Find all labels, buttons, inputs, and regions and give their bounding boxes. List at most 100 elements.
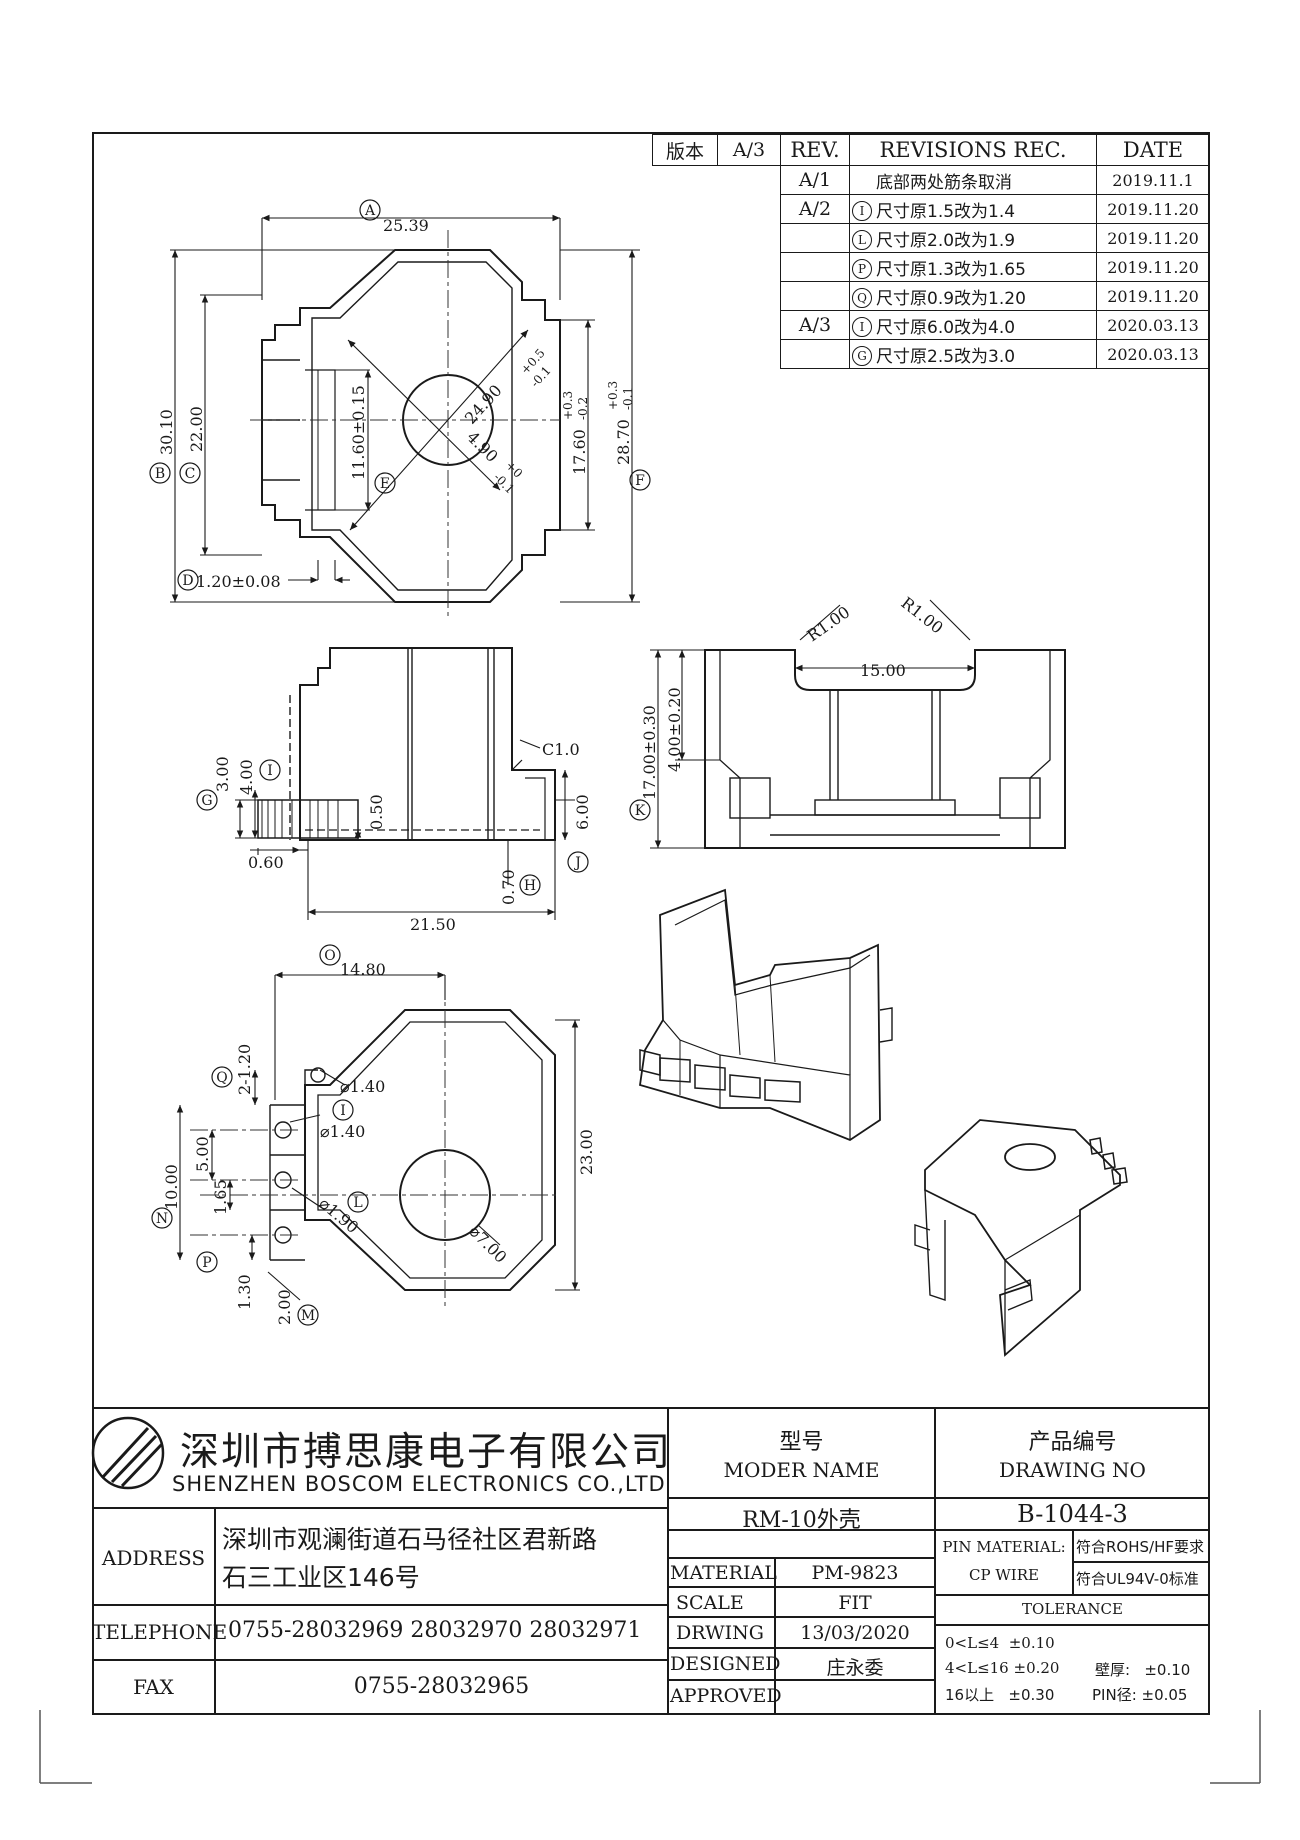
revision-rev xyxy=(780,339,850,369)
version-value: A/3 xyxy=(717,134,781,166)
revision-date: 2019.11.20 xyxy=(1096,281,1210,311)
callout-F: F xyxy=(635,473,645,489)
revision-rev xyxy=(780,252,850,282)
dim-1-65: 1.65 xyxy=(211,1179,230,1215)
revisions-header: REVISIONS REC. xyxy=(849,134,1097,166)
revision-desc: 尺寸原0.9改为1.20 xyxy=(874,281,1097,311)
designed-label: DESIGNED xyxy=(670,1653,781,1675)
dim-17-00: 17.00±0.30 xyxy=(640,705,659,800)
revision-mark-label: I xyxy=(852,316,872,337)
revision-mark: Q xyxy=(849,281,874,311)
model-label-en: MODER NAME xyxy=(723,1458,880,1482)
telephone-value: 0755-28032969 28032970 28032971 xyxy=(228,1618,642,1643)
callout-J: J xyxy=(573,855,581,871)
revision-date: 2019.11.20 xyxy=(1096,194,1210,224)
dim-0-60: 0.60 xyxy=(248,853,284,872)
dim-1-30: 1.30 xyxy=(235,1274,254,1310)
callout-E: E xyxy=(380,476,390,492)
approved-label: APPROVED xyxy=(670,1685,782,1707)
revision-date: 2019.11.20 xyxy=(1096,252,1210,282)
isometric-view-open xyxy=(638,888,893,1142)
dim-28-70-tol-up: +0.3 xyxy=(606,381,620,410)
dim-11-60: 11.60±0.15 xyxy=(349,385,368,480)
tolerance-label: TOLERANCE xyxy=(1022,1600,1123,1618)
pin-material-label: PIN MATERIAL: xyxy=(942,1538,1066,1556)
dim-17-60-tol-up: +0.3 xyxy=(561,391,575,420)
dim-2-00: 2.00 xyxy=(275,1289,294,1325)
revision-date: 2019.11.1 xyxy=(1096,165,1210,195)
dim-17-60: 17.60 xyxy=(570,429,589,475)
top-view xyxy=(170,214,640,620)
pin-material-value: CP WIRE xyxy=(969,1566,1039,1584)
top-view-callouts xyxy=(149,199,651,591)
material-value: PM-9823 xyxy=(811,1562,899,1584)
callout-L: L xyxy=(353,1195,362,1211)
callout-H: H xyxy=(524,878,536,894)
revision-blank xyxy=(652,310,781,340)
dim-28-70-tol-dn: -0.1 xyxy=(621,387,635,410)
callout-D: D xyxy=(182,573,193,589)
dim-6-00: 6.00 xyxy=(573,794,592,830)
callout-A: A xyxy=(364,203,376,219)
revision-desc: 尺寸原2.5改为3.0 xyxy=(874,339,1097,369)
callout-I-bottom: I xyxy=(340,1103,346,1119)
model-value: RM-10外壳 xyxy=(742,1508,861,1533)
address-line-2: 石三工业区146号 xyxy=(222,1563,420,1592)
revision-rev: A/3 xyxy=(780,310,850,340)
rohs-compliance: 符合ROHS/HF要求 xyxy=(1076,1538,1204,1556)
drwing-label: DRWING xyxy=(676,1622,764,1644)
dim-d1-40-b: ⌀1.40 xyxy=(320,1122,365,1141)
callout-P: P xyxy=(202,1255,211,1271)
revision-rev: A/2 xyxy=(780,194,850,224)
dim-28-70: 28.70 xyxy=(614,419,633,465)
side-view xyxy=(235,647,575,920)
scale-label: SCALE xyxy=(676,1592,744,1614)
dim-0-50: 0.50 xyxy=(367,794,386,830)
tolerance-range-3: 16以上 ±0.30 xyxy=(945,1686,1055,1704)
drawing-label-cn: 产品编号 xyxy=(1028,1430,1117,1455)
company-name-en: SHENZHEN BOSCOM ELECTRONICS CO.,LTD xyxy=(172,1472,666,1496)
dim-21-50: 21.50 xyxy=(410,915,456,934)
revision-mark-label: L xyxy=(852,229,872,250)
dim-23-00: 23.00 xyxy=(577,1129,596,1175)
dim-d1-40-a: ⌀1.40 xyxy=(340,1077,385,1096)
isometric-view-closed xyxy=(914,1119,1128,1357)
callout-O: O xyxy=(324,948,335,964)
fax-value: 0755-28032965 xyxy=(353,1674,530,1699)
revision-rev xyxy=(780,223,850,253)
dim-5-00: 5.00 xyxy=(193,1136,212,1172)
telephone-label: TELEPHONE xyxy=(92,1620,228,1644)
dim-1-20: 1.20±0.08 xyxy=(196,572,281,591)
version-label: 版本 xyxy=(652,134,718,166)
front-view xyxy=(650,599,1066,849)
company-name-cn: 深圳市搏思康电子有限公司 xyxy=(180,1430,673,1475)
dim-2-1-20: 2-1.20 xyxy=(235,1044,254,1095)
revision-blank xyxy=(652,194,781,224)
revision-blank xyxy=(652,252,781,282)
date-header: DATE xyxy=(1096,134,1210,166)
tolerance-range-1: 0<L≤4 ±0.10 xyxy=(945,1634,1055,1652)
revision-desc: 尺寸原1.3改为1.65 xyxy=(874,252,1097,282)
drawing-label-en: DRAWING NO xyxy=(999,1458,1146,1482)
material-label: MATERIAL xyxy=(670,1562,777,1584)
revision-mark-label: I xyxy=(852,200,872,221)
dim-0-70: 0.70 xyxy=(499,869,518,905)
revision-desc: 底部两处筋条取消 xyxy=(874,165,1097,195)
revision-mark-label: Q xyxy=(852,287,872,308)
revision-desc: 尺寸原6.0改为4.0 xyxy=(874,310,1097,340)
dim-10-00: 10.00 xyxy=(162,1164,181,1210)
dim-4-00-front: 4.00±0.20 xyxy=(665,687,684,772)
revision-mark-label: P xyxy=(852,258,872,279)
model-label-cn: 型号 xyxy=(779,1430,824,1455)
revision-mark: I xyxy=(849,194,874,224)
scale-value: FIT xyxy=(838,1592,872,1614)
